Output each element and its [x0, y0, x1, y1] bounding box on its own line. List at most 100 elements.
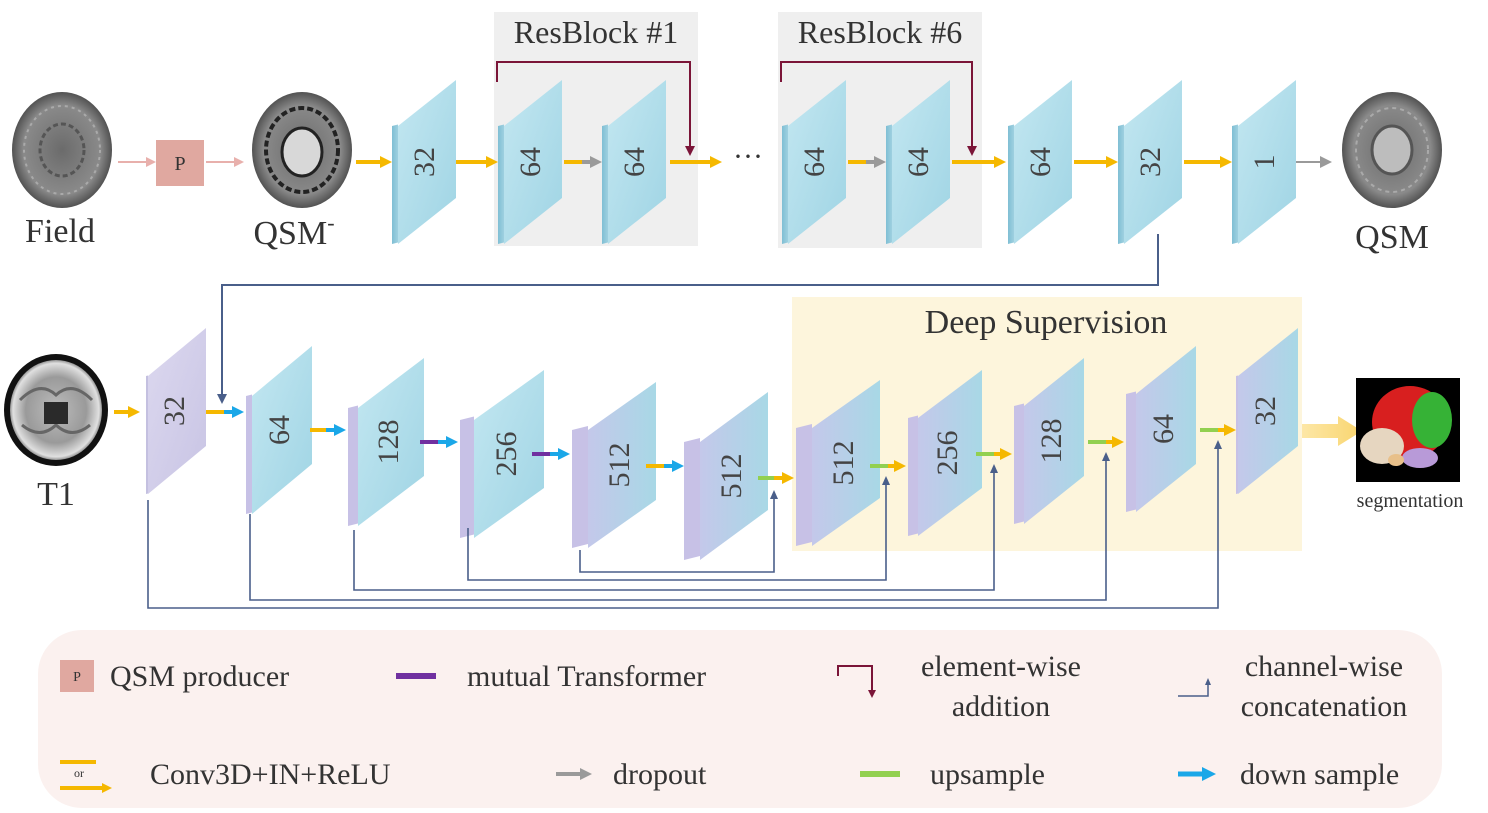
enc-block-3: 128	[348, 358, 424, 526]
skip-enc1-to-dec5	[147, 440, 1222, 609]
legend-conv-arrowhead	[102, 783, 112, 793]
top-block-8-channels: 1	[1248, 155, 1281, 170]
producer-to-qsm-arrowhead	[234, 157, 244, 167]
field-to-producer-arrowhead	[146, 157, 156, 167]
resblock1-title-bg	[494, 12, 698, 48]
legend-producer-glyph: P	[73, 670, 81, 685]
top-block-5-face	[892, 80, 950, 244]
dec-block-5-channels: 32	[1249, 396, 1282, 426]
dec-block-1-channels: 512	[827, 441, 860, 486]
top-block-7-depth	[1118, 124, 1124, 244]
top-block-5-channels: 64	[902, 147, 935, 177]
dec-block-3-depth	[1014, 403, 1024, 524]
qsm-minus-brain-image	[252, 92, 352, 208]
enc-block-5-depth	[572, 426, 588, 548]
enc-block-5-channels: 512	[603, 443, 636, 488]
dec-block-3: 128	[1014, 358, 1084, 524]
bottom-arrow-block4-to-block5	[532, 448, 570, 460]
enc-block-5-face	[588, 382, 656, 548]
bottom-arrow-block6-to-dec1	[758, 472, 794, 484]
enc-block-6-channels: 512	[715, 454, 748, 499]
top-block-5-depth	[886, 124, 892, 244]
top-block-6: 64	[1008, 80, 1072, 244]
legend-dropout-label: dropout	[613, 758, 707, 791]
top-block-3-face	[608, 80, 666, 244]
dec-block-3-face	[1024, 358, 1084, 524]
top-block-8-depth	[1232, 124, 1238, 244]
enc-block-4-depth	[460, 416, 474, 538]
enc-block-1: 32	[146, 328, 206, 494]
t1-brain-image	[4, 354, 108, 466]
enc-block-2: 64	[246, 346, 312, 514]
qsm-output-brain-image	[1342, 92, 1442, 208]
top-block-2-depth	[498, 124, 504, 244]
top-block-4-depth	[782, 124, 788, 244]
resblock6-title-bg	[778, 12, 982, 48]
qsm-minus-superscript: -	[327, 210, 334, 235]
legend-concat-line1: channel-wise	[1245, 650, 1403, 683]
dec-block-4-face	[1136, 346, 1196, 512]
top-block-6-face	[1014, 80, 1072, 244]
enc-block-3-face	[358, 358, 424, 526]
top-arrow-qsm-to-block1	[356, 156, 392, 168]
enc-block-2-face	[252, 346, 312, 514]
bottom-arrow-dec4-to-dec5	[1200, 424, 1236, 436]
legend-downsample-label: down sample	[1240, 758, 1399, 791]
segmentation-brain-image	[1356, 378, 1460, 482]
bottom-arrow-dec2-to-dec3	[976, 448, 1012, 460]
dec-block-5: 32	[1236, 328, 1298, 494]
legend-concat-line2: concatenation	[1241, 690, 1408, 723]
legend-conv-or: or	[74, 766, 84, 780]
top-arrow-block6-to-block7	[1074, 156, 1118, 168]
dec-block-1: 512	[796, 380, 880, 546]
enc-block-3-depth	[348, 405, 358, 526]
top-block-8-face	[1238, 80, 1296, 244]
legend-concat-icon	[1178, 684, 1209, 697]
qsm-producer-box	[156, 140, 204, 186]
qsm-minus-label: QSM-	[253, 210, 334, 252]
resblock1-addition-arrowhead	[685, 146, 695, 156]
top-block-3-channels: 64	[618, 147, 651, 177]
top-block-4-face	[788, 80, 846, 244]
top-arrow-block3-to-dots	[670, 156, 722, 168]
legend-concat-arrowhead	[1205, 678, 1211, 685]
bottom-arrow-dec3-to-dec4	[1088, 436, 1124, 448]
dec-block-5-depth	[1236, 375, 1238, 494]
skip-enc5-to-dec1	[579, 490, 778, 573]
top-arrow-block2-to-block3	[564, 156, 602, 168]
dec-block-2: 256	[908, 370, 982, 536]
enc-block-1-depth	[146, 375, 148, 494]
top-block-4: 64	[782, 80, 846, 244]
dec-block-5-face	[1238, 328, 1298, 494]
resblock6-addition-path	[780, 61, 973, 148]
top-to-bottom-arrowhead	[217, 394, 227, 404]
enc-block-1-face	[148, 328, 206, 494]
top-block-8: 1	[1232, 80, 1296, 244]
qsm-output-label: QSM	[1355, 219, 1429, 256]
top-block-6-depth	[1008, 124, 1014, 244]
enc-block-1-channels: 32	[158, 396, 191, 426]
t1-label: T1	[37, 476, 75, 513]
resblock1-title: ResBlock #1	[514, 14, 678, 50]
skip-connections	[147, 440, 1222, 609]
top-block-3: 64	[602, 80, 666, 244]
legend-dropout-arrowhead	[580, 768, 592, 780]
top-arrow-block4-to-block5	[848, 156, 886, 168]
enc-block-4-face	[474, 370, 544, 538]
field-label: Field	[25, 213, 95, 250]
qsm-producer-glyph: P	[174, 153, 185, 175]
legend-downsample-arrowhead	[1202, 767, 1216, 781]
top-arrow-block8-to-qsm	[1296, 156, 1332, 168]
dec-block-2-depth	[908, 415, 918, 536]
bottom-row-arrows	[114, 406, 1236, 484]
enc-block-6-depth	[684, 438, 700, 560]
resblock6-addition-arrowhead	[967, 146, 977, 156]
legend-upsample-label: upsample	[930, 758, 1045, 791]
top-to-bottom-connection	[221, 234, 1159, 396]
top-arrow-block7-to-block8	[1184, 156, 1232, 168]
dec-block-2-channels: 256	[931, 431, 964, 476]
